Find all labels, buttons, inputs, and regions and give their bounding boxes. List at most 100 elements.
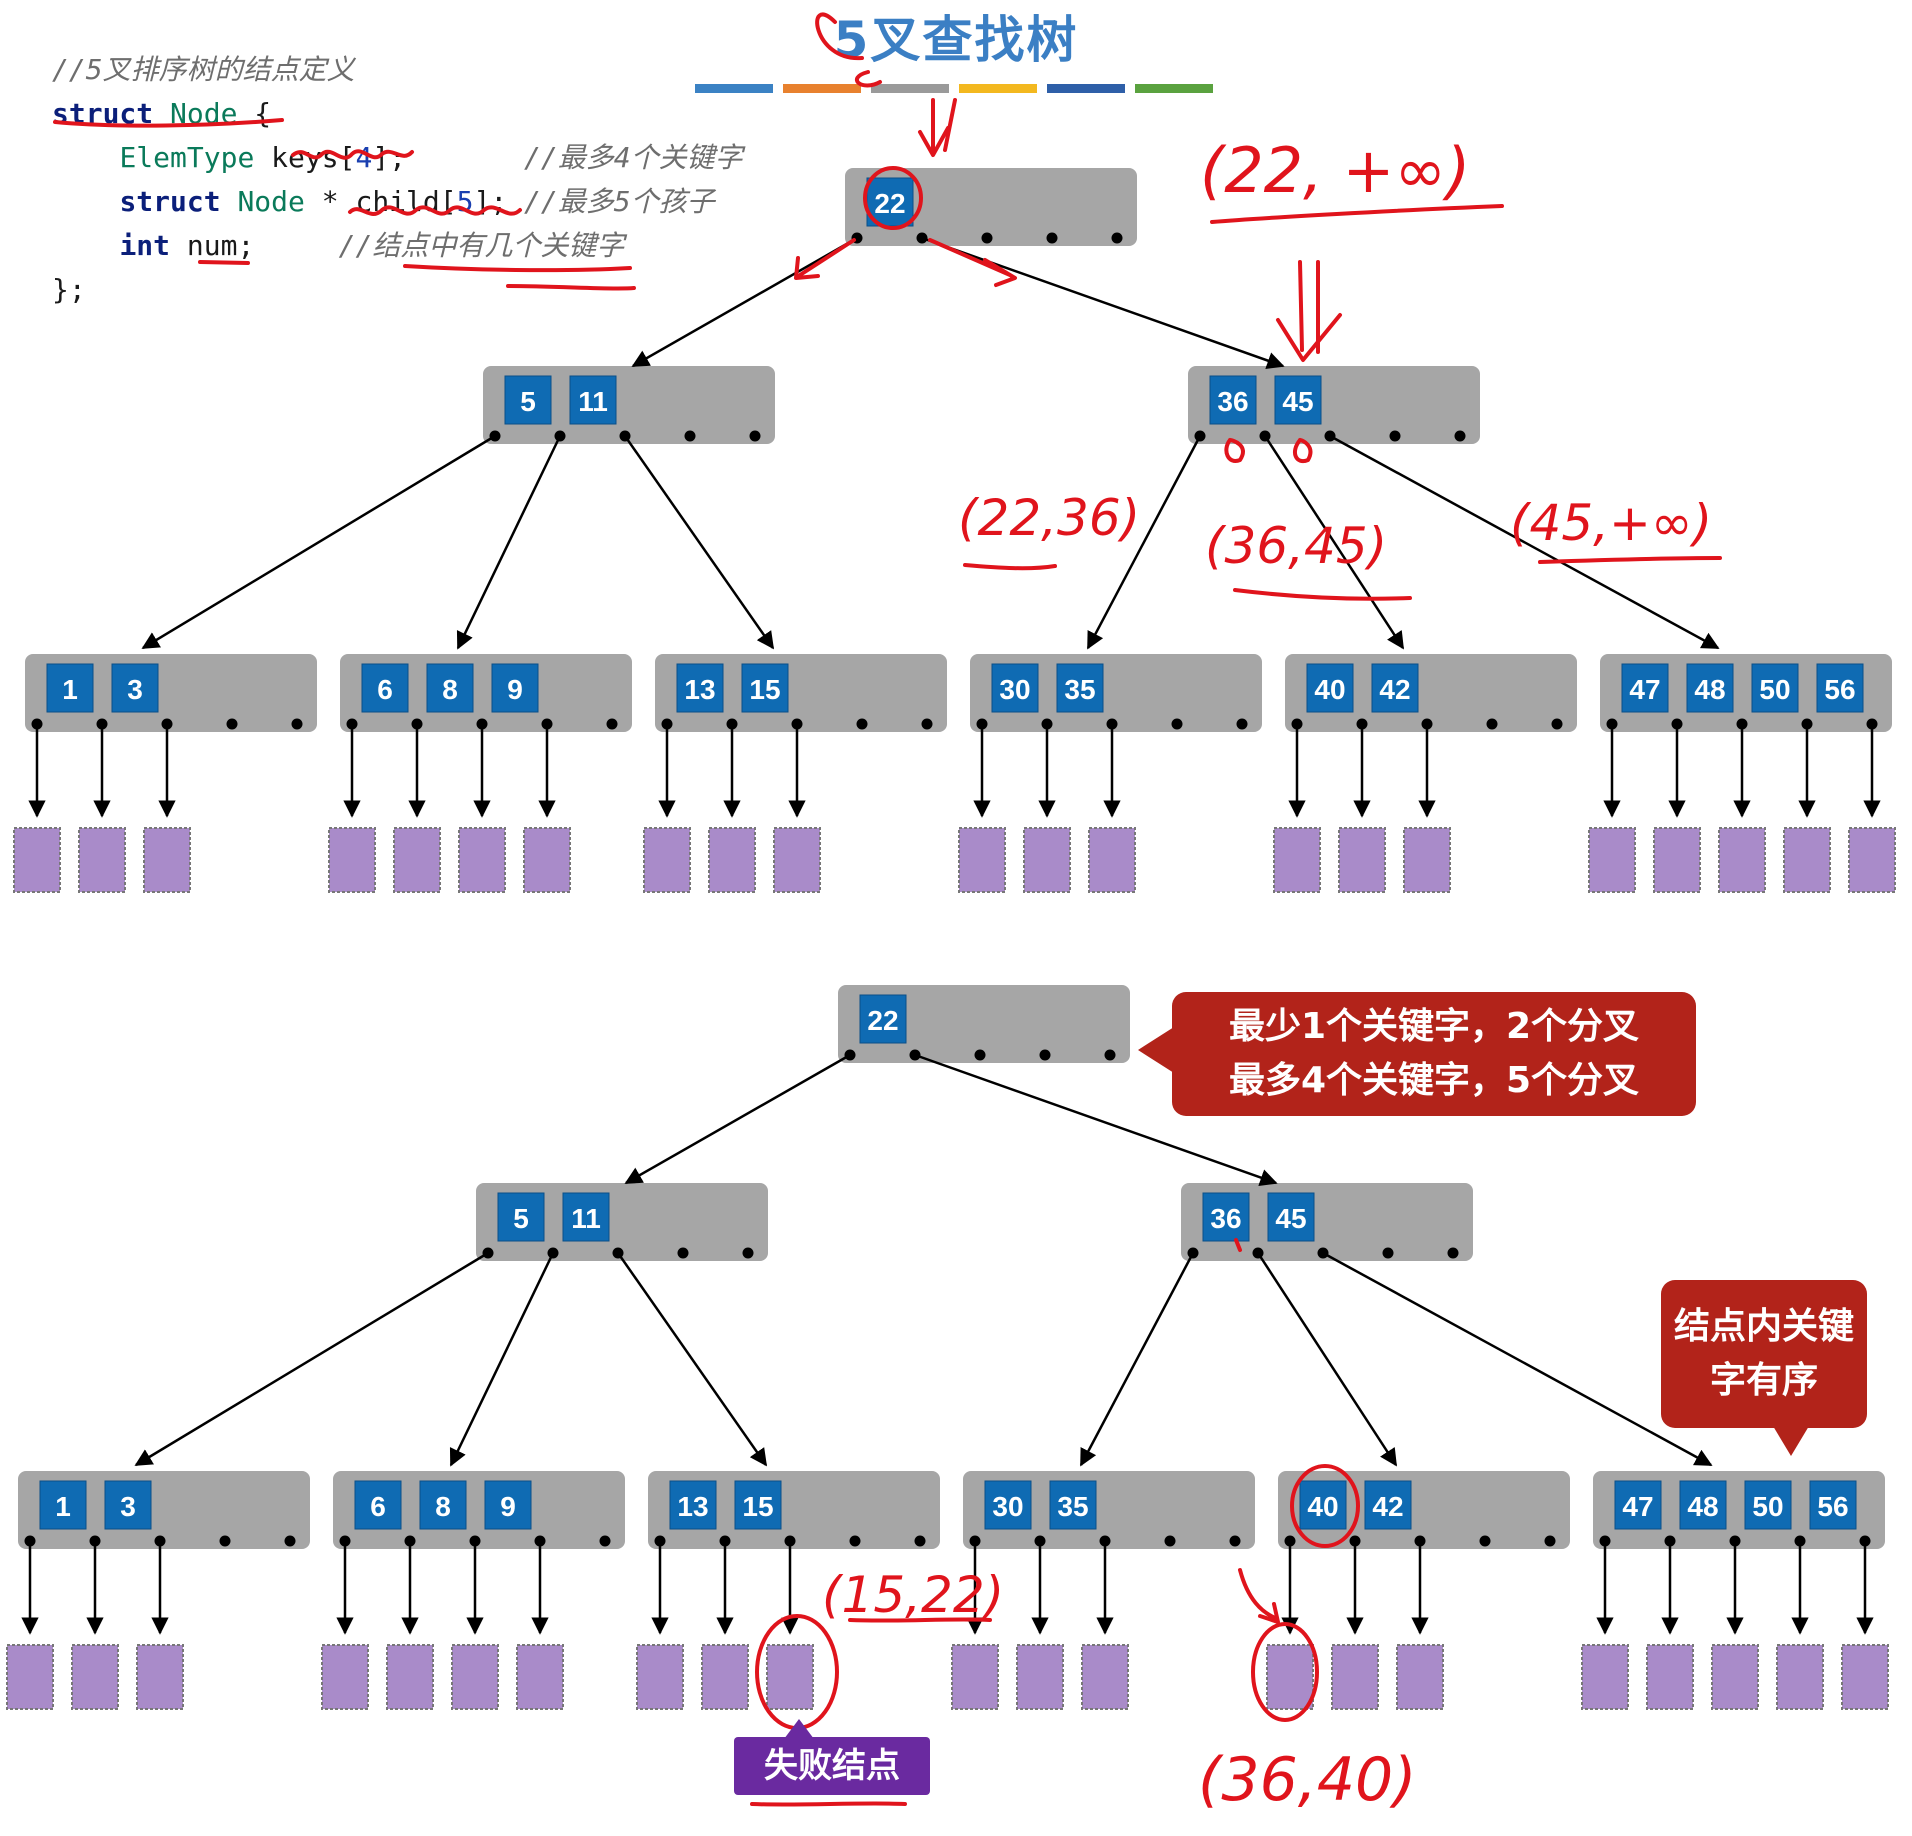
edge-arrow [134, 1251, 489, 1467]
node-box [970, 654, 1262, 732]
failure-node [1581, 1644, 1629, 1710]
code-keyword: struct [119, 185, 221, 218]
annotation-interval: (15,22) [822, 1566, 1004, 1624]
child-pointer-dot [914, 1535, 926, 1547]
edge-arrow [1079, 1252, 1195, 1467]
failure-node [1841, 1644, 1889, 1710]
code-comment: //最多4个关键字 [524, 141, 743, 174]
edge-arrow [1322, 1251, 1713, 1467]
key-label: 11 [571, 1203, 601, 1234]
child-pointer-dot [219, 1535, 231, 1547]
key-box [491, 663, 539, 713]
key-box [1364, 1480, 1412, 1530]
failure-node [6, 1644, 54, 1710]
node-box [18, 1471, 310, 1549]
key-label: 13 [677, 1491, 708, 1522]
child-pointer-dot [1382, 1247, 1394, 1259]
failure-node [321, 1644, 369, 1710]
annotation-stroke [1276, 260, 1342, 362]
key-box [1049, 1480, 1097, 1530]
failure-node [71, 1644, 119, 1710]
leaf-level-node: 13 15 [648, 1471, 940, 1549]
failure-node [136, 1644, 184, 1710]
child-pointer-dot [599, 1535, 611, 1547]
child-pointer-dot [742, 1247, 754, 1259]
failure-node [1718, 827, 1766, 893]
key-label: 40 [1307, 1491, 1338, 1522]
node-box [483, 366, 775, 444]
key-label: 47 [1622, 1491, 1653, 1522]
code-comment: //5叉排序树的结点定义 [52, 53, 355, 86]
key-label: 35 [1064, 674, 1095, 705]
failure-node-label: 失败结点 [734, 1737, 930, 1795]
key-box [866, 177, 914, 227]
color-segment [959, 84, 1037, 93]
child-pointer-dot [291, 718, 303, 730]
node-box [333, 1471, 625, 1549]
key-box [361, 663, 409, 713]
key-box [504, 375, 552, 425]
color-segment [871, 84, 949, 93]
code-text: }; [52, 273, 86, 306]
key-label: 15 [742, 1491, 773, 1522]
failure-node [1588, 827, 1636, 893]
annotation-stroke [53, 118, 284, 128]
callout-line: 字有序 [1709, 1360, 1818, 1401]
key-box [1306, 663, 1354, 713]
code-text: num; [170, 229, 255, 262]
key-box [1621, 663, 1669, 713]
key-box [46, 663, 94, 713]
key-box [1679, 1480, 1727, 1530]
node-capacity-callout: 最少1个关键字，2个分叉 最多4个关键字，5个分叉 [1172, 992, 1696, 1116]
edge-arrow [624, 1053, 851, 1185]
failure-node [393, 827, 441, 893]
key-box [1744, 1480, 1792, 1530]
child-pointer-dot [1236, 718, 1248, 730]
annotation-stroke [1234, 1238, 1242, 1252]
edge-arrow [631, 236, 858, 368]
color-segment [1047, 84, 1125, 93]
failure-node [636, 1644, 684, 1710]
child-pointer-dot [981, 232, 993, 244]
failure-node [458, 827, 506, 893]
failure-node [1331, 1644, 1379, 1710]
key-box [1202, 1192, 1250, 1242]
child-pointer-dot [1046, 232, 1058, 244]
key-label: 5 [520, 386, 536, 417]
node-box [340, 654, 632, 732]
key-box [741, 663, 789, 713]
color-segment [695, 84, 773, 93]
key-box [984, 1480, 1032, 1530]
key-label: 30 [999, 674, 1030, 705]
key-box [426, 663, 474, 713]
failure-node [523, 827, 571, 893]
key-box [1371, 663, 1419, 713]
failure-node [958, 827, 1006, 893]
child-pointer-dot [1039, 1049, 1051, 1061]
annotation-stroke [815, 12, 864, 61]
key-box [1816, 663, 1864, 713]
annotation-stroke [291, 149, 414, 160]
key-label: 22 [874, 188, 905, 219]
key-label: 9 [500, 1491, 516, 1522]
node-box [963, 1471, 1255, 1549]
key-label: 22 [867, 1005, 898, 1036]
edge-arrow [1086, 435, 1202, 650]
callout-pointer [1773, 1426, 1809, 1456]
key-box [104, 1480, 152, 1530]
annotation-interval: (22,36) [958, 489, 1140, 547]
annotation-stroke [1224, 438, 1313, 464]
key-label: 11 [578, 386, 608, 417]
key-label: 3 [120, 1491, 136, 1522]
failure-node [766, 1644, 814, 1710]
child-pointer-dot [921, 718, 933, 730]
key-box [569, 375, 617, 425]
annotation-stroke [1233, 588, 1412, 601]
key-box [1751, 663, 1799, 713]
key-label: 30 [992, 1491, 1023, 1522]
edge-arrow [141, 434, 496, 650]
failure-node [1711, 1644, 1759, 1710]
key-box [1614, 1480, 1662, 1530]
